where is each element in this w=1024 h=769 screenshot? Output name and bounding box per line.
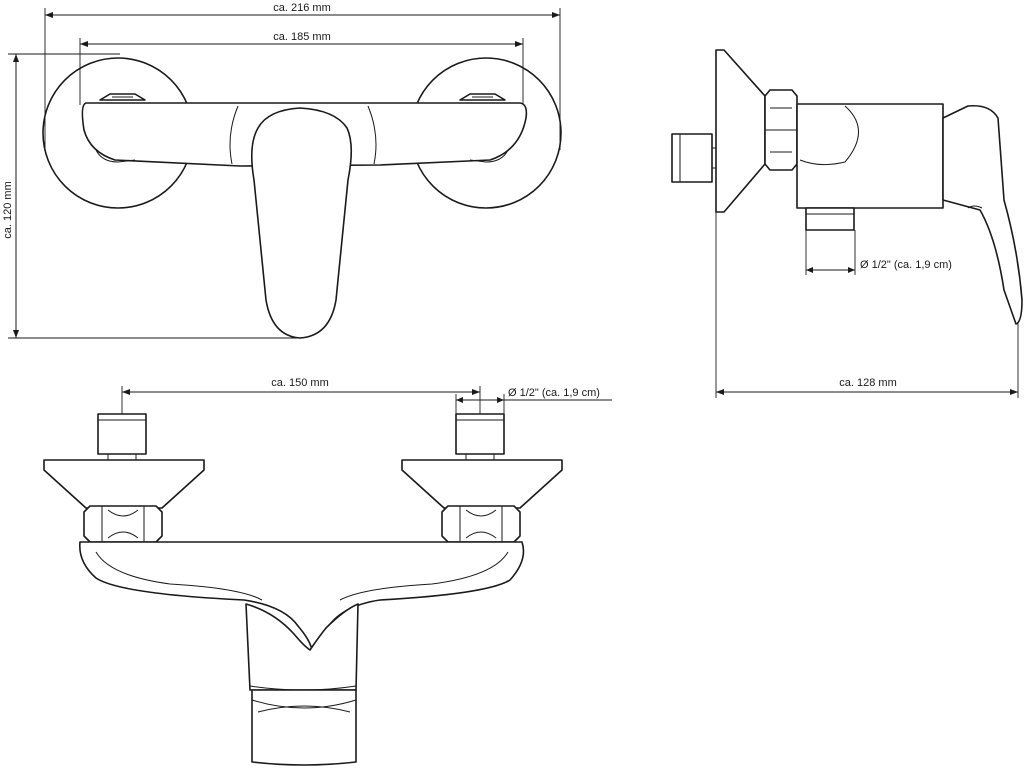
arrow-thread-bottom-right	[497, 397, 504, 403]
side-wall-plate	[715, 49, 766, 213]
label-thread-bottom: Ø 1/2" (ca. 1,9 cm)	[508, 387, 600, 399]
top-main-body	[79, 541, 525, 651]
left-hex-curve-1	[107, 509, 139, 517]
side-view: Ø 1/2" (ca. 1,9 cm) ca. 128 mm	[671, 49, 1023, 398]
label-width-185: ca. 185 mm	[273, 31, 330, 43]
top-lever-handle	[251, 689, 357, 766]
top-body-detail-right	[339, 551, 509, 601]
arrow-150-left	[122, 389, 130, 395]
left-wall-plate	[43, 459, 205, 509]
label-width-216: ca. 216 mm	[273, 2, 330, 14]
left-hex-nut	[83, 505, 163, 543]
front-view: ca. 216 mm ca. 185 mm ca. 120 mm	[2, 2, 562, 339]
arrow-216-right	[552, 12, 560, 18]
arrow-185-left	[80, 41, 88, 47]
label-depth-128: ca. 128 mm	[839, 377, 896, 389]
left-hex-curve-2	[107, 531, 139, 539]
left-connector-bottom	[95, 149, 136, 163]
arrow-120-bottom	[13, 330, 19, 338]
right-connector-bottom	[469, 149, 509, 163]
side-body	[796, 103, 944, 209]
right-hex-curve-1	[465, 509, 497, 517]
top-lever-curve-2	[257, 705, 351, 713]
top-spout	[245, 603, 359, 691]
right-pipe-stub	[455, 413, 505, 455]
arrow-185-right	[515, 41, 523, 47]
side-pipe-stub	[671, 133, 713, 183]
body-detail-left	[229, 105, 239, 165]
side-outlet	[805, 207, 855, 231]
body-detail-right	[367, 105, 377, 165]
top-lever-curve-1	[251, 699, 357, 709]
left-pipe-stub	[97, 413, 147, 455]
right-wall-plate	[401, 459, 563, 509]
arrow-120-top	[13, 54, 19, 62]
side-handle-detail	[967, 205, 983, 209]
arrow-128-right	[1010, 389, 1018, 395]
label-thread-side: Ø 1/2" (ca. 1,9 cm)	[860, 259, 952, 271]
right-hex-nut	[441, 505, 521, 543]
side-lever-handle	[942, 104, 1023, 325]
lever-handle	[250, 107, 353, 339]
arrow-128-left	[716, 389, 724, 395]
arrow-thread-side-right	[848, 267, 855, 273]
arrow-216-left	[45, 12, 53, 18]
label-height-120: ca. 120 mm	[2, 181, 14, 238]
arrow-150-right	[472, 389, 480, 395]
arrow-thread-bottom-left	[456, 397, 463, 403]
arrow-thread-side-left	[806, 267, 813, 273]
side-body-detail	[799, 105, 859, 166]
top-view: ca. 150 mm Ø 1/2" (ca. 1,9 cm)	[43, 377, 612, 766]
label-spacing-150: ca. 150 mm	[271, 377, 328, 389]
top-body-detail-left	[95, 551, 263, 601]
right-hex-curve-2	[465, 531, 497, 539]
